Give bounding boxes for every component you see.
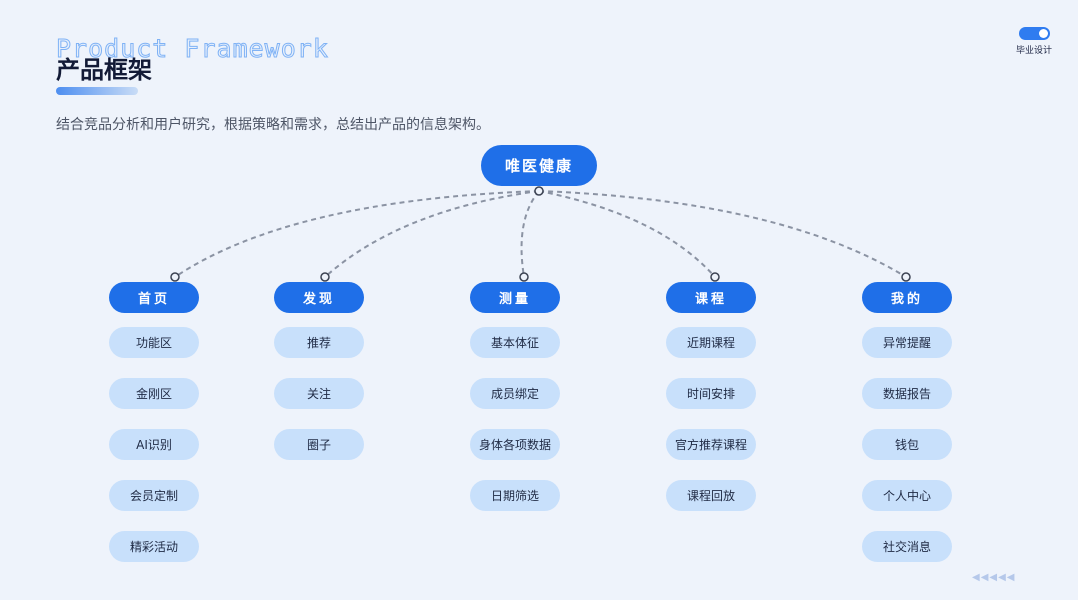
connector-dot-measure xyxy=(519,272,529,282)
leaf-node: 近期课程 xyxy=(666,327,756,358)
connector-dot-discover xyxy=(320,272,330,282)
leaf-node: 官方推荐课程 xyxy=(666,429,756,460)
category-discover: 发现 xyxy=(274,282,364,313)
leaf-node: 会员定制 xyxy=(109,480,199,511)
category-home: 首页 xyxy=(109,282,199,313)
toggle-switch-icon[interactable] xyxy=(1019,27,1050,40)
connector-course xyxy=(538,190,716,278)
connector-measure xyxy=(520,190,540,278)
page-title: 产品框架 xyxy=(56,56,152,84)
connector-home xyxy=(174,190,540,278)
connector-dot-mine xyxy=(901,272,911,282)
leaf-node: 身体各项数据 xyxy=(470,429,560,460)
triangle-left-arrows-icon: ◀◀◀◀◀ xyxy=(972,572,1016,583)
connector-dot-course xyxy=(710,272,720,282)
connector-dot-home xyxy=(170,272,180,282)
leaf-node: 数据报告 xyxy=(862,378,952,409)
leaf-node: 异常提醒 xyxy=(862,327,952,358)
leaf-node: 基本体征 xyxy=(470,327,560,358)
root-node: 唯医健康 xyxy=(481,145,597,186)
category-measure: 测量 xyxy=(470,282,560,313)
leaf-node: 精彩活动 xyxy=(109,531,199,562)
toggle-knob xyxy=(1039,29,1048,38)
leaf-node: 金刚区 xyxy=(109,378,199,409)
leaf-node: 钱包 xyxy=(862,429,952,460)
title-underline-bar xyxy=(56,87,138,95)
leaf-node: 圈子 xyxy=(274,429,364,460)
leaf-node: 推荐 xyxy=(274,327,364,358)
title-english: Product Framework xyxy=(56,34,329,64)
leaf-node: 社交消息 xyxy=(862,531,952,562)
leaf-node: 课程回放 xyxy=(666,480,756,511)
connector-discover xyxy=(324,190,540,278)
category-course: 课程 xyxy=(666,282,756,313)
leaf-node: 日期筛选 xyxy=(470,480,560,511)
graduation-design-label: 毕业设计 xyxy=(1015,46,1052,56)
leaf-node: 个人中心 xyxy=(862,480,952,511)
leaf-node: 关注 xyxy=(274,378,364,409)
leaf-node: 成员绑定 xyxy=(470,378,560,409)
connector-mine xyxy=(538,190,907,278)
leaf-node: 时间安排 xyxy=(666,378,756,409)
connector-dot-root xyxy=(534,186,544,196)
leaf-node: 功能区 xyxy=(109,327,199,358)
page-subtitle: 结合竞品分析和用户研究，根据策略和需求，总结出产品的信息架构。 xyxy=(56,117,490,133)
category-mine: 我的 xyxy=(862,282,952,313)
leaf-node: AI识别 xyxy=(109,429,199,460)
